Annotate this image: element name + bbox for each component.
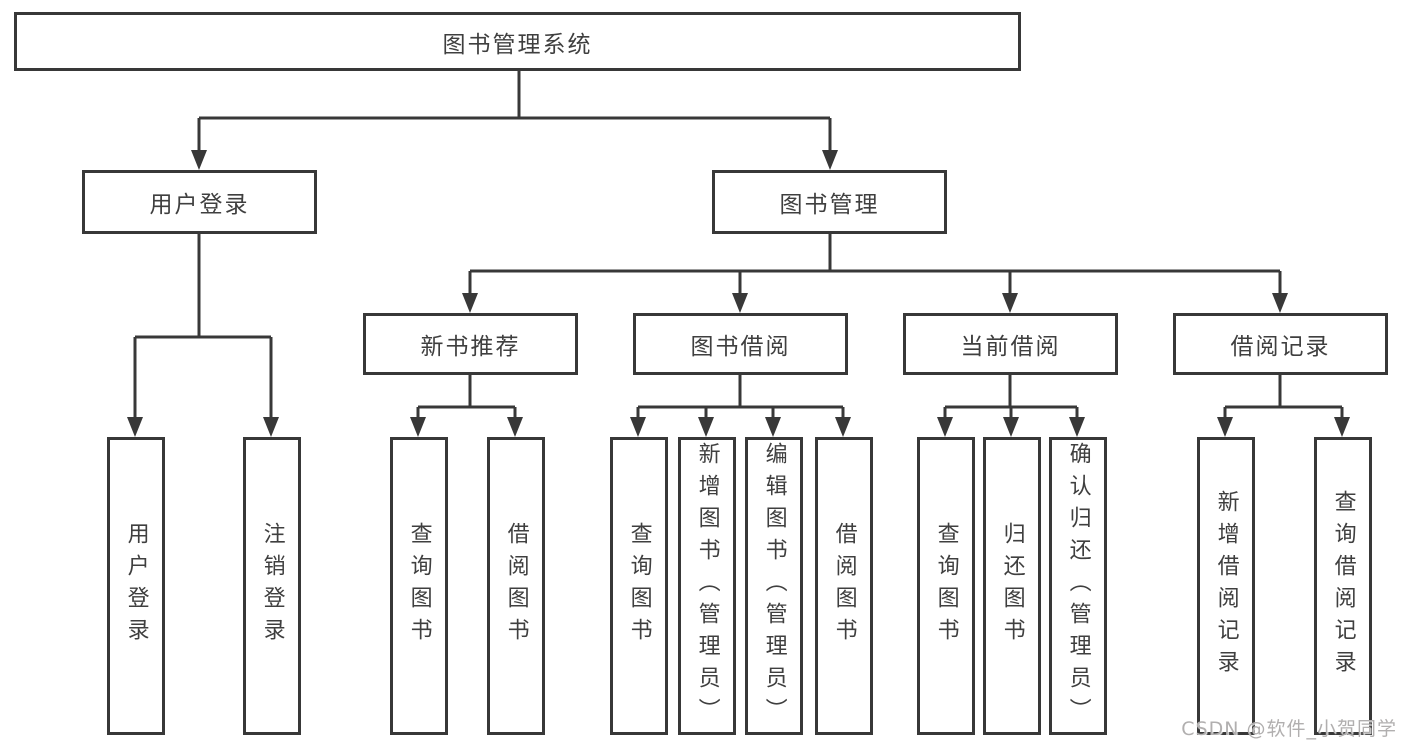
node-book-borrow: 图书借阅 <box>633 313 848 375</box>
node-book-borrow-label: 图书借阅 <box>690 334 791 360</box>
leaf-query-borrow-record: 查询借阅记录 <box>1314 437 1372 735</box>
node-current-borrow-label: 当前借阅 <box>960 334 1061 360</box>
leaf-query-book-3-label: 查询图书 <box>933 522 959 650</box>
leaf-add-borrow-record: 新增借阅记录 <box>1197 437 1255 735</box>
leaf-user-login-label: 用户登录 <box>123 522 149 650</box>
node-root-label: 图书管理系统 <box>442 31 593 58</box>
csdn-watermark: CSDN @软件_小贺同学 <box>1181 718 1397 740</box>
node-borrow-records-label: 借阅记录 <box>1230 334 1331 360</box>
leaf-add-book-admin: 新增图书（管理员） <box>678 437 736 735</box>
node-root: 图书管理系统 <box>14 12 1021 71</box>
leaf-query-book-1-label: 查询图书 <box>406 522 432 650</box>
leaf-add-borrow-record-label: 新增借阅记录 <box>1213 490 1239 682</box>
leaf-query-book-3: 查询图书 <box>917 437 975 735</box>
node-book-management: 图书管理 <box>712 170 947 234</box>
node-book-management-label: 图书管理 <box>779 192 880 218</box>
leaf-logout-label: 注销登录 <box>259 522 285 650</box>
leaf-edit-book-admin: 编辑图书（管理员） <box>745 437 803 735</box>
node-borrow-records: 借阅记录 <box>1173 313 1388 375</box>
leaf-borrow-book-2-label: 借阅图书 <box>831 522 857 650</box>
node-user-login-label: 用户登录 <box>149 192 250 218</box>
node-current-borrow: 当前借阅 <box>903 313 1118 375</box>
leaf-query-book-1: 查询图书 <box>390 437 448 735</box>
leaf-return-book: 归还图书 <box>983 437 1041 735</box>
leaf-logout: 注销登录 <box>243 437 301 735</box>
leaf-query-book-2-label: 查询图书 <box>626 522 652 650</box>
node-new-book-recommend-label: 新书推荐 <box>420 334 521 360</box>
leaf-borrow-book-1: 借阅图书 <box>487 437 545 735</box>
leaf-confirm-return-admin-label: 确认归还（管理员） <box>1065 442 1091 730</box>
leaf-borrow-book-2: 借阅图书 <box>815 437 873 735</box>
node-user-login: 用户登录 <box>82 170 317 234</box>
leaf-return-book-label: 归还图书 <box>999 522 1025 650</box>
leaf-borrow-book-1-label: 借阅图书 <box>503 522 529 650</box>
leaf-user-login: 用户登录 <box>107 437 165 735</box>
node-new-book-recommend: 新书推荐 <box>363 313 578 375</box>
leaf-confirm-return-admin: 确认归还（管理员） <box>1049 437 1107 735</box>
leaf-query-borrow-record-label: 查询借阅记录 <box>1330 490 1356 682</box>
arrowheads <box>127 150 1350 437</box>
edge-lines <box>133 71 1344 419</box>
leaf-edit-book-admin-label: 编辑图书（管理员） <box>761 442 787 730</box>
leaf-query-book-2: 查询图书 <box>610 437 668 735</box>
leaf-add-book-admin-label: 新增图书（管理员） <box>694 442 720 730</box>
